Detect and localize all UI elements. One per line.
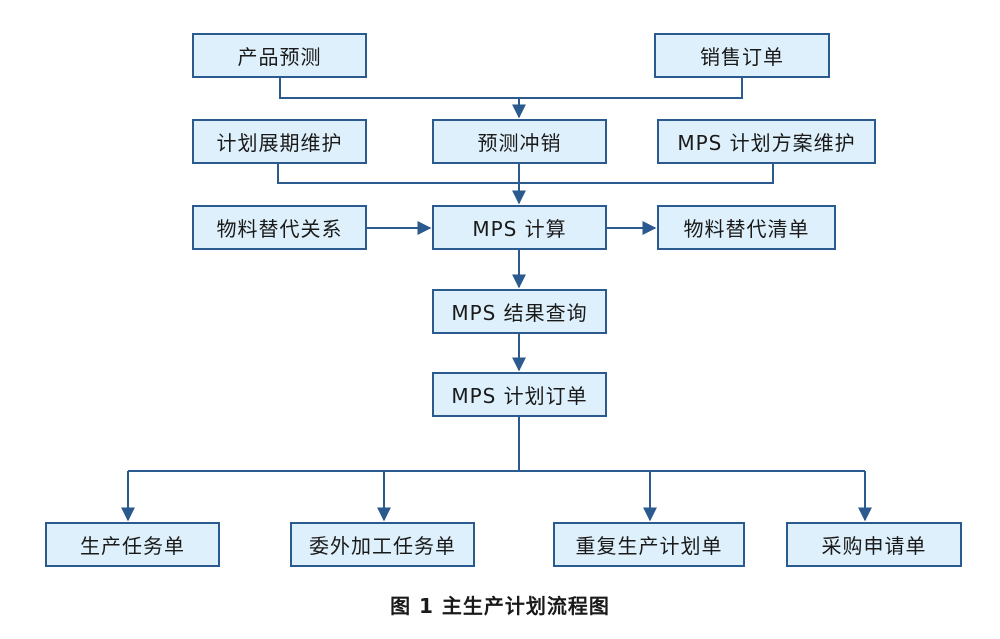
figure-caption: 图 1 主生产计划流程图	[390, 594, 610, 618]
node-label: MPS 计算	[472, 217, 567, 241]
node-label: 物料替代关系	[216, 217, 343, 241]
node-label: 生产任务单	[80, 534, 185, 558]
node-label: MPS 计划方案维护	[677, 131, 856, 155]
node-production-task: 生产任务单	[45, 522, 220, 567]
node-label: MPS 计划订单	[451, 384, 588, 408]
node-mps-calculation: MPS 计算	[432, 205, 607, 250]
node-label: MPS 结果查询	[451, 301, 588, 325]
node-label: 采购申请单	[821, 534, 927, 558]
node-label: 重复生产计划单	[575, 534, 723, 558]
node-label: 产品预测	[237, 45, 322, 69]
connector-forecast-merge	[279, 78, 743, 99]
node-material-substitution-list: 物料替代清单	[657, 205, 836, 250]
node-repetitive-production-plan: 重复生产计划单	[553, 522, 745, 567]
node-label: 计划展期维护	[216, 131, 343, 155]
node-purchase-requisition: 采购申请单	[786, 522, 962, 567]
node-plan-horizon-maintenance: 计划展期维护	[192, 119, 367, 164]
node-mps-result-query: MPS 结果查询	[432, 289, 607, 334]
node-outsourcing-task: 委外加工任务单	[290, 522, 475, 567]
node-product-forecast: 产品预测	[192, 33, 367, 78]
node-sales-order: 销售订单	[654, 33, 830, 78]
node-mps-plan-scheme-maintenance: MPS 计划方案维护	[657, 119, 876, 164]
connector-maintenance-merge	[277, 164, 774, 184]
node-mps-planned-order: MPS 计划订单	[432, 372, 607, 417]
node-label: 销售订单	[700, 45, 784, 69]
node-label: 预测冲销	[477, 131, 562, 155]
node-label: 委外加工任务单	[309, 534, 456, 558]
node-label: 物料替代清单	[683, 217, 810, 241]
node-forecast-consumption: 预测冲销	[432, 119, 607, 164]
node-material-substitution: 物料替代关系	[192, 205, 367, 250]
